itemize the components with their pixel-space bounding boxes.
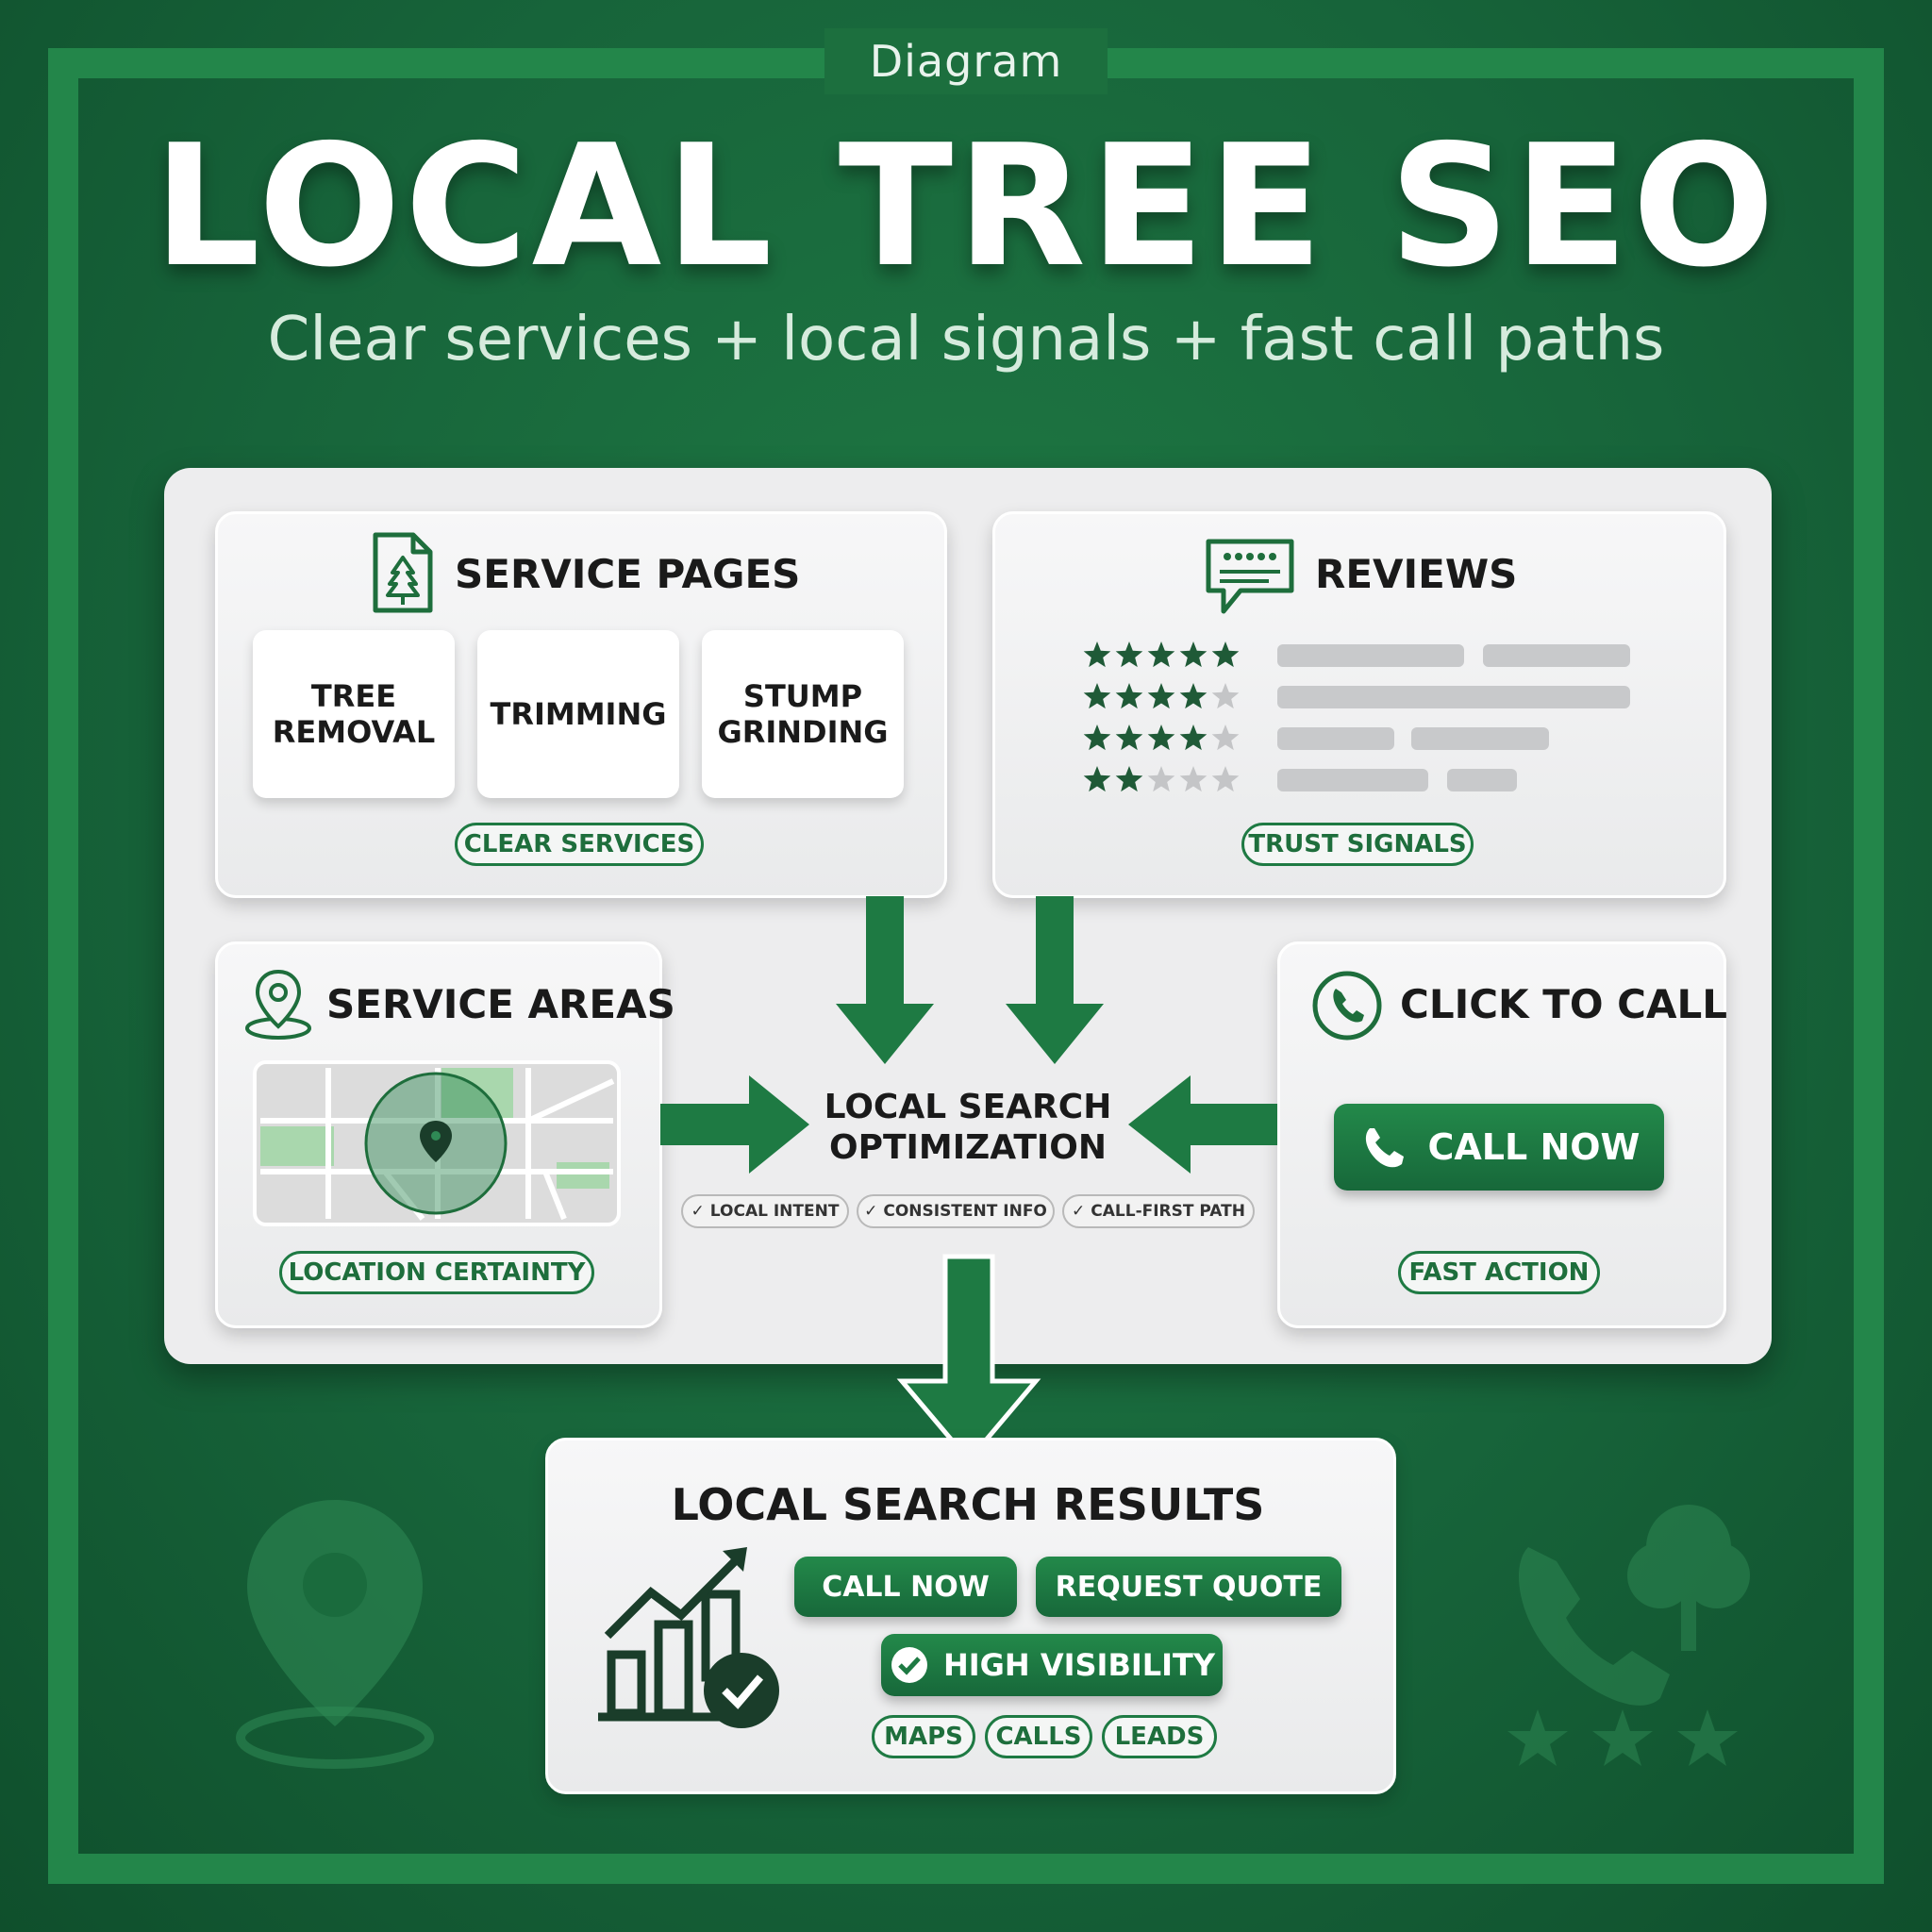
map-pin-icon — [236, 1500, 434, 1769]
call-now-button[interactable]: CALL NOW — [1334, 1104, 1664, 1191]
fast-action-tag: FAST ACTION — [1398, 1251, 1600, 1294]
check-circle-icon — [891, 1647, 927, 1683]
star-filled-icon — [1083, 724, 1111, 751]
review-text-bar — [1277, 727, 1394, 750]
star-filled-icon — [1115, 641, 1143, 668]
review-text-bar — [1277, 769, 1428, 791]
eyebrow-label-wrap: Diagram — [824, 28, 1108, 94]
star-filled-icon — [1147, 683, 1175, 709]
center-label: LOCAL SEARCH OPTIMIZATION — [824, 1088, 1112, 1168]
location-pin-icon — [245, 969, 311, 1040]
page-title: LOCAL TREE SEO — [153, 108, 1779, 304]
check-local-intent: ✓LOCAL INTENT — [681, 1194, 849, 1228]
calls-tag: CALLS — [985, 1715, 1092, 1758]
phone-tree-stars-icon — [1507, 1505, 1750, 1766]
leads-tag: LEADS — [1102, 1715, 1217, 1758]
star-empty-icon — [1179, 766, 1208, 792]
check-icon: ✓ — [864, 1202, 878, 1221]
check-call-first-path: ✓CALL-FIRST PATH — [1062, 1194, 1255, 1228]
review-text-bar — [1411, 727, 1549, 750]
reviews-title: REVIEWS — [1315, 551, 1518, 597]
star-empty-icon — [1147, 766, 1175, 792]
phone-icon — [1365, 1128, 1404, 1168]
trust-signals-tag: TRUST SIGNALS — [1241, 823, 1474, 866]
star-filled-icon — [1115, 766, 1143, 792]
phone-circle-icon — [1312, 971, 1382, 1041]
maps-tag: MAPS — [872, 1715, 975, 1758]
call-now-label: CALL NOW — [1427, 1126, 1641, 1168]
star-filled-icon — [1115, 683, 1143, 709]
star-empty-icon — [1211, 724, 1240, 751]
tree-document-icon — [373, 532, 433, 613]
service-areas-title: SERVICE AREAS — [326, 981, 675, 1027]
check-icon: ✓ — [1072, 1202, 1086, 1221]
star-filled-icon — [1115, 724, 1143, 751]
eyebrow-label: Diagram — [869, 36, 1063, 87]
results-title: LOCAL SEARCH RESULTS — [671, 1479, 1265, 1530]
review-text-bar — [1277, 686, 1630, 708]
star-filled-icon — [1179, 641, 1208, 668]
star-filled-icon — [1147, 641, 1175, 668]
service-area-map — [253, 1060, 621, 1226]
star-filled-icon — [1179, 683, 1208, 709]
click-to-call-title: CLICK TO CALL — [1400, 981, 1728, 1027]
growth-chart-icon — [598, 1547, 779, 1728]
service-stump-grinding: STUMP GRINDING — [702, 630, 904, 798]
star-filled-icon — [1083, 683, 1111, 709]
star-filled-icon — [1083, 641, 1111, 668]
results-call-now-button[interactable]: CALL NOW — [794, 1557, 1017, 1617]
star-filled-icon — [1211, 641, 1240, 668]
star-filled-icon — [1083, 766, 1111, 792]
service-trimming: TRIMMING — [477, 630, 679, 798]
check-icon: ✓ — [691, 1202, 705, 1221]
service-pages-title: SERVICE PAGES — [455, 551, 801, 597]
request-quote-button[interactable]: REQUEST QUOTE — [1036, 1557, 1341, 1617]
review-text-bar — [1483, 644, 1630, 667]
review-bubble-icon — [1206, 539, 1294, 614]
star-filled-icon — [1179, 724, 1208, 751]
location-certainty-tag: LOCATION CERTAINTY — [279, 1251, 594, 1294]
service-tree-removal: TREE REMOVAL — [253, 630, 455, 798]
page-subtitle: Clear services + local signals + fast ca… — [267, 305, 1665, 375]
star-empty-icon — [1211, 766, 1240, 792]
check-consistent-info: ✓CONSISTENT INFO — [857, 1194, 1055, 1228]
star-empty-icon — [1211, 683, 1240, 709]
review-text-bar — [1277, 644, 1464, 667]
review-ratings — [1083, 641, 1240, 792]
high-visibility-badge: HIGH VISIBILITY — [881, 1634, 1223, 1696]
star-filled-icon — [1147, 724, 1175, 751]
clear-services-tag: CLEAR SERVICES — [455, 823, 704, 866]
review-text-bar — [1447, 769, 1517, 791]
